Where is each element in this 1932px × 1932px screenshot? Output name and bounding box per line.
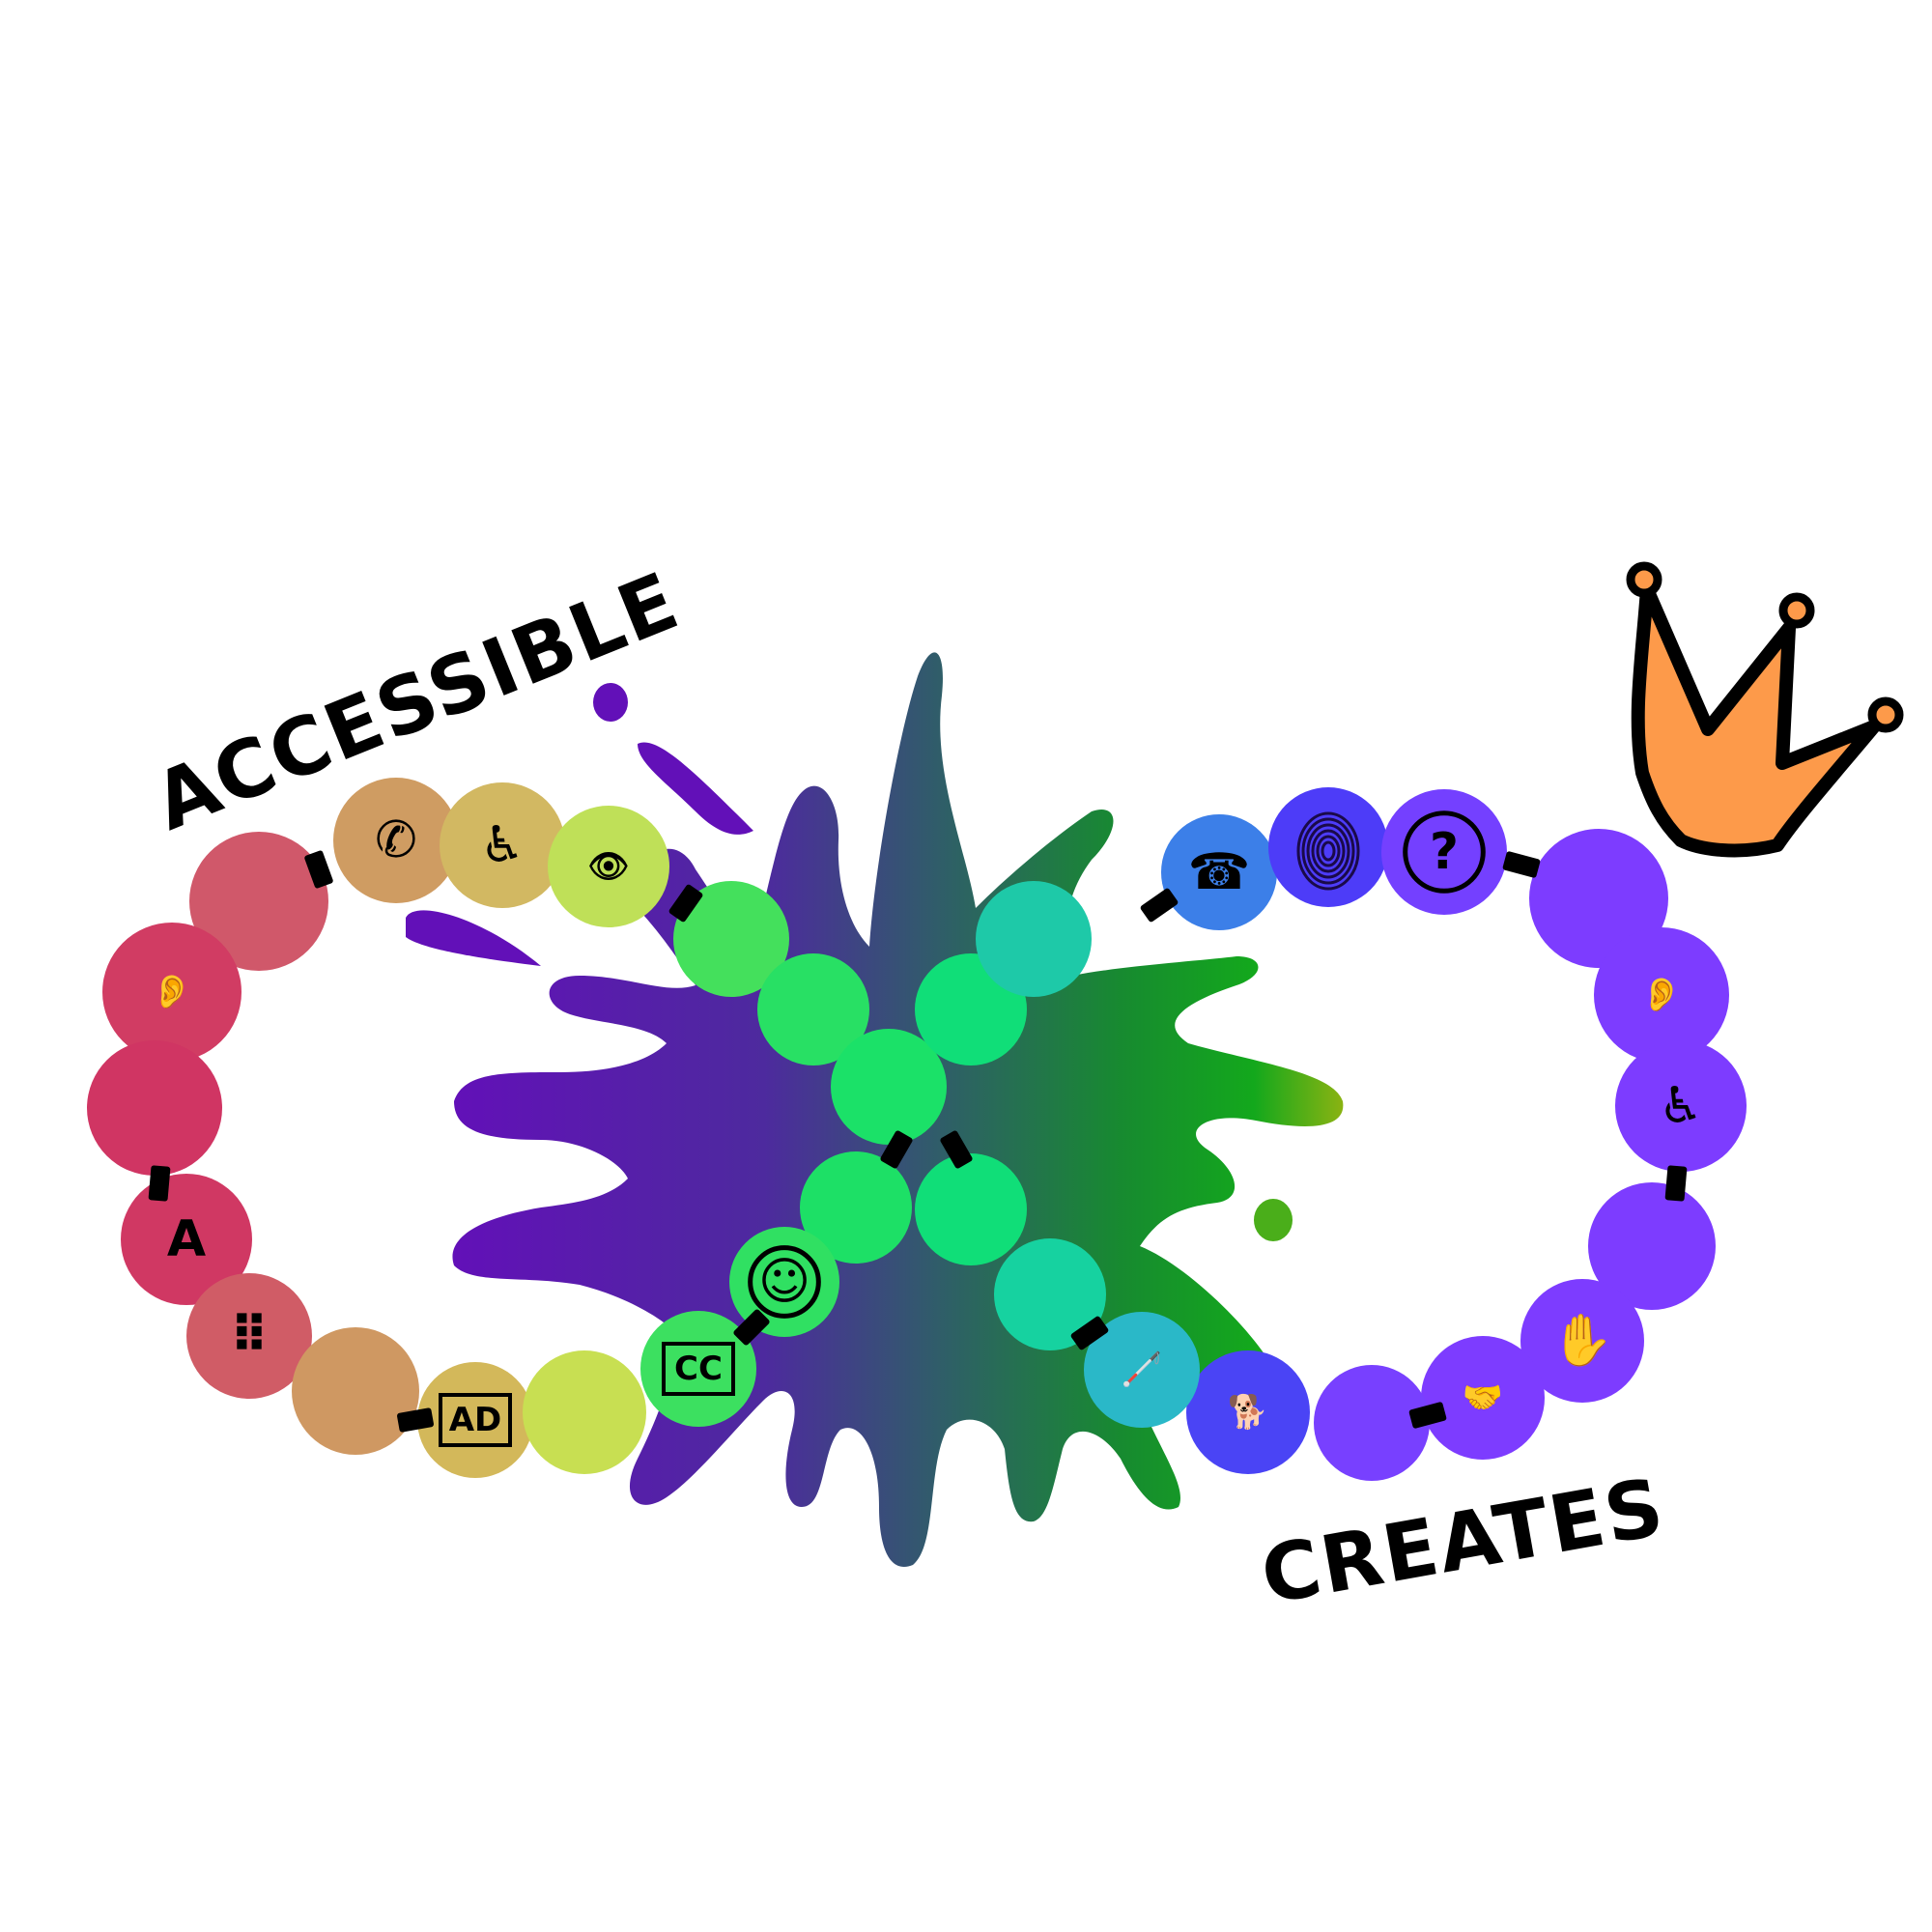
- bead: [1381, 789, 1507, 915]
- tty-icon: ☎: [1188, 843, 1251, 901]
- tactile-signing-icon: 🤝: [1463, 1378, 1503, 1417]
- splat-drop: [593, 683, 628, 722]
- bead: [1615, 1040, 1747, 1172]
- bead-icons: ✆ ♿ 👁 👂 A ⠿ AD ☺ CC ☎? 👂 ♿ ✋ 🤝 🐕 🦯: [152, 810, 1704, 1447]
- low-vision-icon: 👁: [587, 847, 629, 886]
- svg-text:✋: ✋: [1551, 1311, 1614, 1370]
- svg-text:🦯: 🦯: [1122, 1350, 1162, 1389]
- fingerprint-icon: [1296, 811, 1360, 891]
- tty-phone-icon: ✆: [375, 811, 417, 869]
- svg-text:👂: 👂: [1641, 976, 1682, 1014]
- bead-connector: [1502, 851, 1541, 878]
- bead-connector: [880, 1130, 913, 1169]
- blind-cane-icon: 🦯: [1122, 1350, 1162, 1389]
- bead: [757, 953, 869, 1065]
- bead: [1186, 1350, 1310, 1474]
- bead-chain: [87, 778, 1747, 1481]
- bead: [186, 1273, 312, 1399]
- bead: [548, 806, 669, 927]
- bead-connector: [1664, 1165, 1688, 1202]
- bead: [121, 1174, 252, 1305]
- closed-captions-icon: CC: [662, 1342, 735, 1396]
- bead-connector: [304, 850, 333, 889]
- bead: [800, 1151, 912, 1264]
- hearing-assist-icon: 👂: [152, 973, 192, 1011]
- bead-connector: [148, 1165, 171, 1202]
- svg-text:☺: ☺: [758, 1253, 810, 1311]
- svg-text:?: ?: [1430, 823, 1459, 881]
- bead: [440, 782, 565, 908]
- audio-description-icon: AD: [439, 1393, 512, 1447]
- svg-text:🤝: 🤝: [1463, 1378, 1503, 1417]
- bead: [1594, 927, 1729, 1063]
- bead: [1520, 1279, 1644, 1403]
- svg-text:☎: ☎: [1188, 843, 1251, 901]
- svg-text:♿: ♿: [480, 816, 526, 874]
- braille-icon: ⠿: [230, 1307, 270, 1365]
- wheelchair-active-icon: ♿: [480, 816, 526, 874]
- bead-connector: [940, 1130, 973, 1169]
- bead-connector: [1070, 1316, 1109, 1350]
- crown-icon: [1626, 561, 1904, 858]
- bead: [292, 1327, 419, 1455]
- bead: [333, 778, 459, 903]
- svg-text:👁: 👁: [587, 847, 629, 886]
- bead-connector: [1140, 888, 1179, 923]
- bead: [673, 881, 789, 997]
- bead: [1161, 814, 1277, 930]
- sign-language-icon: ✋: [1551, 1311, 1614, 1370]
- svg-text:CC: CC: [674, 1350, 723, 1388]
- bead: [976, 881, 1092, 997]
- bead: [1529, 829, 1668, 968]
- bead-connector: [397, 1407, 434, 1433]
- bead: [831, 1029, 947, 1145]
- bead-connector: [1408, 1402, 1447, 1429]
- bead: [189, 832, 328, 971]
- wheelchair-icon: ♿: [1659, 1077, 1704, 1135]
- guide-dog-icon: 🐕: [1228, 1393, 1268, 1432]
- bead: [87, 1040, 222, 1176]
- svg-text:AD: AD: [449, 1401, 502, 1439]
- bead: [102, 923, 242, 1062]
- svg-text:🐕: 🐕: [1228, 1393, 1268, 1432]
- svg-text:♿: ♿: [1659, 1077, 1704, 1135]
- splat-streak: [406, 910, 541, 966]
- bead: [640, 1311, 756, 1427]
- svg-text:⠿: ⠿: [230, 1307, 270, 1365]
- large-print-icon: A: [167, 1210, 206, 1268]
- splat-streak-top: [638, 742, 753, 835]
- svg-text:✆: ✆: [375, 811, 417, 869]
- svg-text:👂: 👂: [152, 973, 192, 1011]
- bead: [417, 1362, 533, 1478]
- bead-connectors: [148, 850, 1688, 1433]
- bottom-word: CREATES: [1255, 1462, 1672, 1623]
- universal-access-icon: ☺: [748, 1245, 821, 1319]
- splat-drop: [1254, 1199, 1293, 1241]
- bead: [994, 1238, 1106, 1350]
- bead: [1314, 1365, 1430, 1481]
- bead: [523, 1350, 646, 1474]
- bead: [1421, 1336, 1545, 1460]
- bead-connector: [668, 884, 703, 923]
- bead: [1084, 1312, 1200, 1428]
- svg-text:A: A: [167, 1210, 206, 1268]
- bead-connector: [733, 1309, 770, 1346]
- bead: [1268, 787, 1388, 907]
- bead: [1588, 1182, 1716, 1310]
- bead: [915, 1153, 1027, 1265]
- information-help-icon: ?: [1403, 810, 1486, 894]
- hearing-icon: 👂: [1641, 976, 1682, 1014]
